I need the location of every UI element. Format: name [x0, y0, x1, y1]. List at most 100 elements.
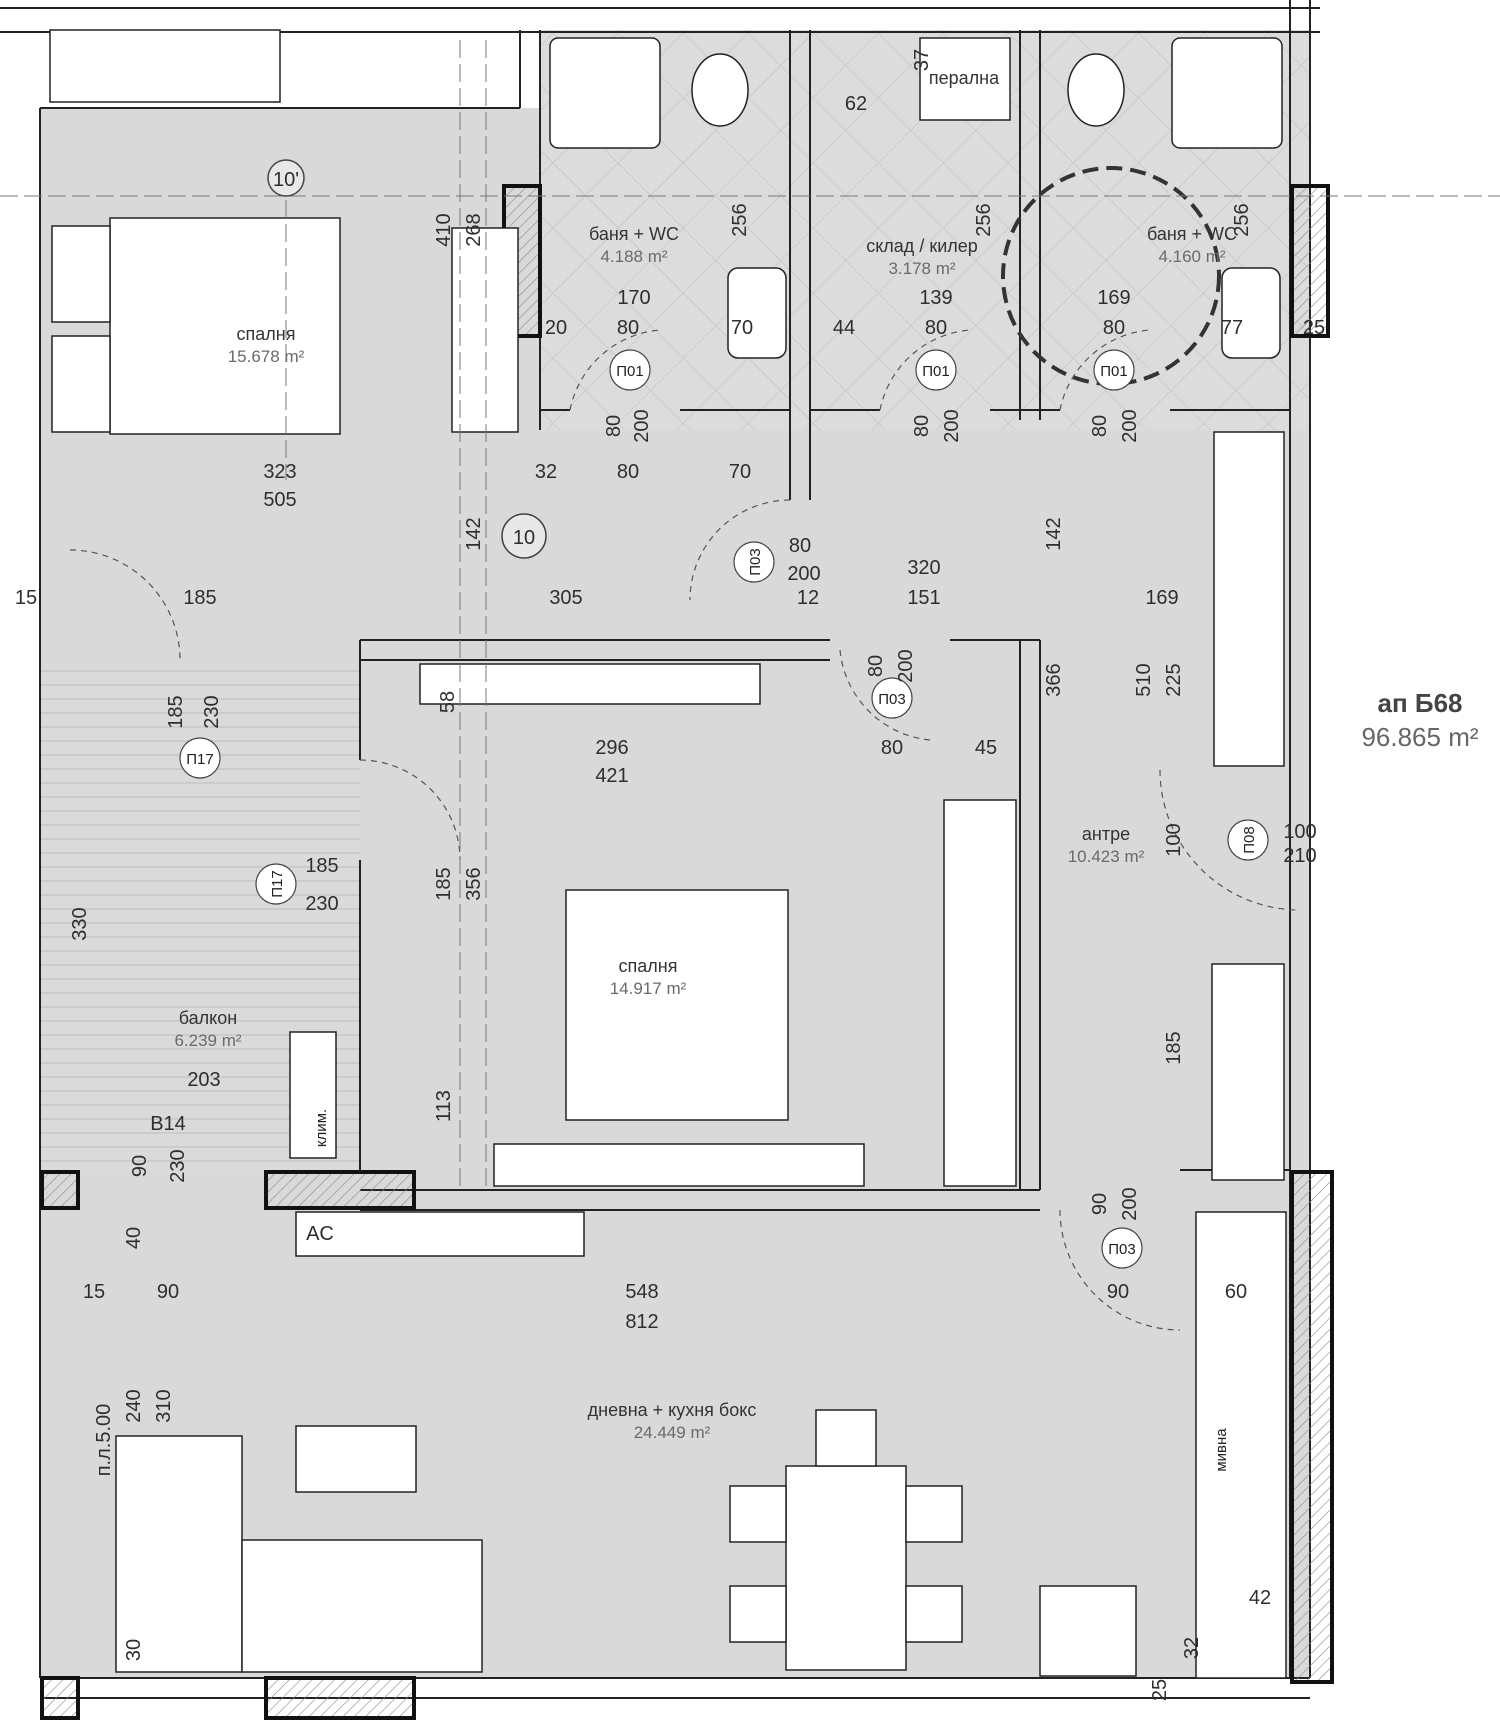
dim-320: 320 — [907, 557, 940, 579]
dim-410: 410 — [433, 213, 455, 246]
door-tag-p17-a: П17 — [179, 737, 221, 779]
dim-15-b: 15 — [83, 1281, 105, 1303]
room-name-storage: склад / килер — [866, 236, 978, 256]
dim-330: 330 — [69, 907, 91, 940]
door-tag-label: П17 — [269, 870, 286, 897]
dim-139: 139 — [919, 287, 952, 309]
dim-25-a: 25 — [1303, 317, 1325, 339]
door-tag-p01-a: П01 — [609, 349, 651, 391]
dim-70-a: 70 — [729, 461, 751, 483]
room-area-hall: 10.423 m² — [1068, 847, 1145, 866]
dim-62: 62 — [845, 93, 867, 115]
dim-32-b: 32 — [1181, 1637, 1203, 1659]
dim-20: 20 — [545, 317, 567, 339]
dim-200-f: 200 — [1119, 1187, 1141, 1220]
dim-25-b: 25 — [1149, 1679, 1171, 1701]
door-tag-label: П01 — [616, 363, 643, 380]
sink-label: мивна — [1213, 1428, 1230, 1472]
dim-256-a: 256 — [729, 203, 751, 236]
dim-185-a: 185 — [183, 587, 216, 609]
dim-70-b: 70 — [731, 317, 753, 339]
dim-58: 58 — [437, 691, 459, 713]
dim-200-e: 200 — [895, 649, 917, 682]
dim-356: 356 — [463, 867, 485, 900]
door-tag-p03-c: П03 — [1101, 1227, 1143, 1269]
dim-80-f: 80 — [789, 535, 811, 557]
dim-142-a: 142 — [463, 517, 485, 550]
axis-marker-10p: 10' — [267, 159, 305, 197]
dim-296: 296 — [595, 737, 628, 759]
dim-151: 151 — [907, 587, 940, 609]
dim-185-d: 185 — [165, 695, 187, 728]
dim-100-b: 100 — [1163, 823, 1185, 856]
dim-90-a: 90 — [157, 1281, 179, 1303]
dim-80-i: 80 — [1089, 415, 1111, 437]
door-tag-p03-a: П03 — [733, 541, 775, 583]
room-name-bath1: баня + WC — [589, 224, 679, 244]
door-tag-label: П17 — [186, 751, 213, 768]
room-area-storage: 3.178 m² — [888, 259, 955, 278]
dim-42: 42 — [1249, 1587, 1271, 1609]
axis-marker-10: 10 — [501, 513, 547, 559]
dim-80-e: 80 — [1103, 317, 1125, 339]
door-tag-label: П01 — [922, 363, 949, 380]
dim-203: 203 — [187, 1069, 220, 1091]
door-tag-label: П03 — [878, 691, 905, 708]
dim-40: 40 — [123, 1227, 145, 1249]
apartment-area: 96.865 m² — [1361, 722, 1478, 752]
dim-12-a: 12 — [797, 587, 819, 609]
columns — [40, 184, 1334, 1720]
dim-268: 268 — [463, 213, 485, 246]
floor-level-label: п.л.5.00 — [93, 1404, 115, 1477]
dim-230-c: 230 — [167, 1149, 189, 1182]
dim-510: 510 — [1133, 663, 1155, 696]
dim-210: 210 — [1283, 845, 1316, 867]
dim-30: 30 — [123, 1639, 145, 1661]
dim-421: 421 — [595, 765, 628, 787]
dim-200-a: 200 — [787, 563, 820, 585]
room-area-living: 24.449 m² — [634, 1423, 711, 1442]
axis-label-10: 10 — [513, 527, 535, 549]
dim-80-j: 80 — [865, 655, 887, 677]
dim-80-c: 80 — [617, 317, 639, 339]
door-tag-p17-b: П17 — [255, 863, 297, 905]
dim-240: 240 — [123, 1389, 145, 1422]
dim-185-c: 185 — [1163, 1031, 1185, 1064]
dim-77: 77 — [1221, 317, 1243, 339]
dim-90-b: 90 — [1107, 1281, 1129, 1303]
dim-169-a: 169 — [1145, 587, 1178, 609]
dim-90-d: 90 — [1089, 1193, 1111, 1215]
room-name-bedroom1: спалня — [237, 324, 296, 344]
dim-505: 505 — [263, 489, 296, 511]
door-tag-label: П03 — [747, 548, 764, 575]
room-name-balcony: балкон — [179, 1008, 237, 1028]
door-tag-p01-c: П01 — [1093, 349, 1135, 391]
dim-142-b: 142 — [1043, 517, 1065, 550]
dim-37: 37 — [911, 49, 933, 71]
dim-225: 225 — [1163, 663, 1185, 696]
room-name-hall: антре — [1082, 824, 1130, 844]
door-swings — [69, 329, 1301, 1331]
dim-200-c: 200 — [941, 409, 963, 442]
axis-label-10p: 10' — [273, 169, 299, 191]
dim-323: 323 — [263, 461, 296, 483]
living-furniture — [115, 1211, 1287, 1679]
bedroom2-furniture — [289, 431, 1285, 1187]
dim-80-a: 80 — [617, 461, 639, 483]
bedroom1-furniture — [49, 29, 519, 435]
dim-100-a: 100 — [1283, 821, 1316, 843]
dim-185-e: 185 — [433, 867, 455, 900]
dim-80-b: 80 — [881, 737, 903, 759]
room-name-laundry: перална — [929, 68, 1000, 88]
dim-310: 310 — [153, 1389, 175, 1422]
dim-44: 44 — [833, 317, 855, 339]
room-area-bath1: 4.188 m² — [600, 247, 667, 266]
dim-256-c: 256 — [1231, 203, 1253, 236]
dim-60: 60 — [1225, 1281, 1247, 1303]
dim-113: 113 — [433, 1090, 455, 1122]
dim-169-b: 169 — [1097, 287, 1130, 309]
dim-80-d: 80 — [925, 317, 947, 339]
dim-230-a: 230 — [305, 893, 338, 915]
bathroom-fixtures — [549, 37, 1283, 386]
dim-15-a: 15 — [15, 587, 37, 609]
